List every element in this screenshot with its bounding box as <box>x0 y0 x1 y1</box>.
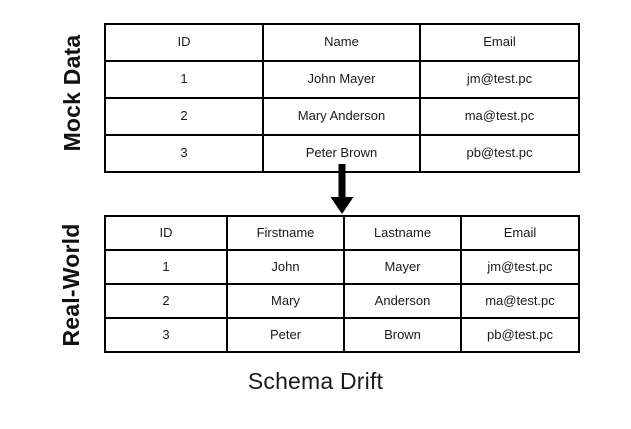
cell-firstname: Peter <box>226 317 345 353</box>
table-row: 2 Mary Anderson ma@test.pc <box>104 97 580 136</box>
real-world-side-label: Real-World <box>58 223 84 347</box>
diagram-caption: Schema Drift <box>247 368 384 394</box>
cell-name: Mary Anderson <box>262 97 421 136</box>
column-header: Email <box>460 215 580 251</box>
column-header: Firstname <box>226 215 345 251</box>
cell-lastname: Anderson <box>343 283 462 319</box>
cell-id: 3 <box>104 317 228 353</box>
cell-lastname: Mayer <box>343 249 462 285</box>
table-row: 3 Peter Brown pb@test.pc <box>104 317 580 353</box>
column-header: Email <box>419 23 580 62</box>
cell-email: ma@test.pc <box>419 97 580 136</box>
cell-email: pb@test.pc <box>419 134 580 173</box>
cell-id: 3 <box>104 134 264 173</box>
cell-firstname: John <box>226 249 345 285</box>
mock-data-side-label: Mock Data <box>59 34 85 152</box>
cell-email: jm@test.pc <box>419 60 580 99</box>
column-header: ID <box>104 215 228 251</box>
table-row: 2 Mary Anderson ma@test.pc <box>104 283 580 319</box>
cell-firstname: Mary <box>226 283 345 319</box>
mock-data-table: ID Name Email 1 John Mayer jm@test.pc 2 … <box>104 23 580 173</box>
column-header: ID <box>104 23 264 62</box>
table-row: 1 John Mayer jm@test.pc <box>104 249 580 285</box>
cell-id: 2 <box>104 283 228 319</box>
column-header: Lastname <box>343 215 462 251</box>
column-header: Name <box>262 23 421 62</box>
cell-id: 1 <box>104 249 228 285</box>
cell-email: pb@test.pc <box>460 317 580 353</box>
cell-lastname: Brown <box>343 317 462 353</box>
table-header-row: ID Name Email <box>104 23 580 62</box>
cell-name: John Mayer <box>262 60 421 99</box>
cell-id: 1 <box>104 60 264 99</box>
cell-email: ma@test.pc <box>460 283 580 319</box>
cell-email: jm@test.pc <box>460 249 580 285</box>
table-header-row: ID Firstname Lastname Email <box>104 215 580 251</box>
real-world-table: ID Firstname Lastname Email 1 John Mayer… <box>104 215 580 353</box>
cell-id: 2 <box>104 97 264 136</box>
table-row: 1 John Mayer jm@test.pc <box>104 60 580 99</box>
arrow-down-icon <box>325 164 359 218</box>
